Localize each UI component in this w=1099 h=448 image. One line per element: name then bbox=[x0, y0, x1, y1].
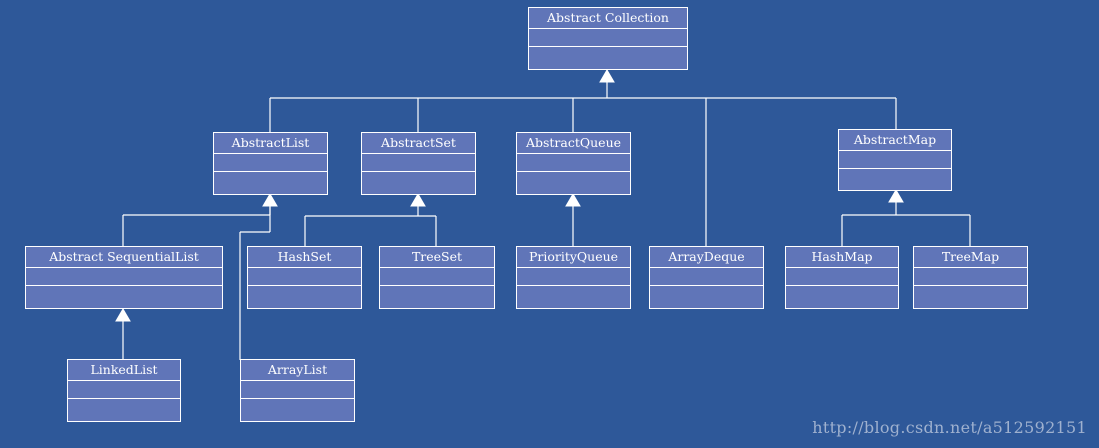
class-box-array-deque: ArrayDeque bbox=[649, 246, 764, 309]
class-box-abstract-sequential-list: Abstract SequentialList bbox=[25, 246, 223, 309]
class-box-array-list: ArrayList bbox=[240, 359, 355, 422]
watermark-url: http://blog.csdn.net/a512592151 bbox=[812, 418, 1087, 437]
class-attributes bbox=[529, 28, 687, 46]
inheritance-arrow bbox=[599, 69, 615, 83]
class-name: ArrayDeque bbox=[668, 249, 745, 264]
class-attributes bbox=[362, 153, 475, 171]
class-box-tree-map: TreeMap bbox=[913, 246, 1028, 309]
class-attributes bbox=[248, 267, 361, 285]
class-box-priority-queue: PriorityQueue bbox=[516, 246, 631, 309]
class-attributes bbox=[214, 153, 327, 171]
class-box-hash-set: HashSet bbox=[247, 246, 362, 309]
class-name: AbstractList bbox=[231, 135, 310, 150]
class-name: PriorityQueue bbox=[528, 249, 619, 264]
class-methods bbox=[529, 46, 687, 66]
class-name: TreeSet bbox=[411, 249, 463, 264]
class-name: Abstract SequentialList bbox=[49, 249, 199, 264]
class-attributes bbox=[839, 150, 951, 168]
class-methods bbox=[241, 398, 354, 418]
class-name: AbstractQueue bbox=[525, 135, 622, 150]
class-attributes bbox=[68, 380, 180, 398]
class-name: HashMap bbox=[811, 249, 873, 264]
class-methods bbox=[68, 398, 180, 418]
class-methods bbox=[248, 285, 361, 305]
class-box-abstract-set: AbstractSet bbox=[361, 132, 476, 195]
class-attributes bbox=[914, 267, 1027, 285]
class-box-abstract-collection: Abstract Collection bbox=[528, 7, 688, 70]
class-name: HashSet bbox=[277, 249, 332, 264]
inheritance-arrow bbox=[888, 189, 904, 203]
class-methods bbox=[26, 285, 222, 305]
class-methods bbox=[517, 171, 630, 191]
class-box-linked-list: LinkedList bbox=[67, 359, 181, 422]
class-name: TreeMap bbox=[941, 249, 1000, 264]
class-methods bbox=[214, 171, 327, 191]
class-methods bbox=[914, 285, 1027, 305]
class-methods bbox=[517, 285, 630, 305]
class-attributes bbox=[786, 267, 898, 285]
inheritance-arrow bbox=[565, 193, 581, 207]
class-methods bbox=[380, 285, 494, 305]
class-name: LinkedList bbox=[90, 362, 158, 377]
class-methods bbox=[362, 171, 475, 191]
class-box-abstract-list: AbstractList bbox=[213, 132, 328, 195]
class-name: Abstract Collection bbox=[547, 10, 669, 25]
class-methods bbox=[839, 168, 951, 188]
class-box-abstract-queue: AbstractQueue bbox=[516, 132, 631, 195]
class-methods bbox=[650, 285, 763, 305]
class-attributes bbox=[26, 267, 222, 285]
class-attributes bbox=[241, 380, 354, 398]
class-attributes bbox=[517, 267, 630, 285]
class-attributes bbox=[517, 153, 630, 171]
class-box-tree-set: TreeSet bbox=[379, 246, 495, 309]
class-attributes bbox=[650, 267, 763, 285]
inheritance-arrow bbox=[410, 193, 426, 207]
class-methods bbox=[786, 285, 898, 305]
class-attributes bbox=[380, 267, 494, 285]
inheritance-arrow bbox=[262, 193, 278, 207]
inheritance-arrow bbox=[115, 308, 131, 322]
class-box-hash-map: HashMap bbox=[785, 246, 899, 309]
class-box-abstract-map: AbstractMap bbox=[838, 129, 952, 191]
class-name: ArrayList bbox=[267, 362, 328, 377]
class-name: AbstractSet bbox=[381, 135, 456, 150]
class-name: AbstractMap bbox=[853, 132, 937, 147]
